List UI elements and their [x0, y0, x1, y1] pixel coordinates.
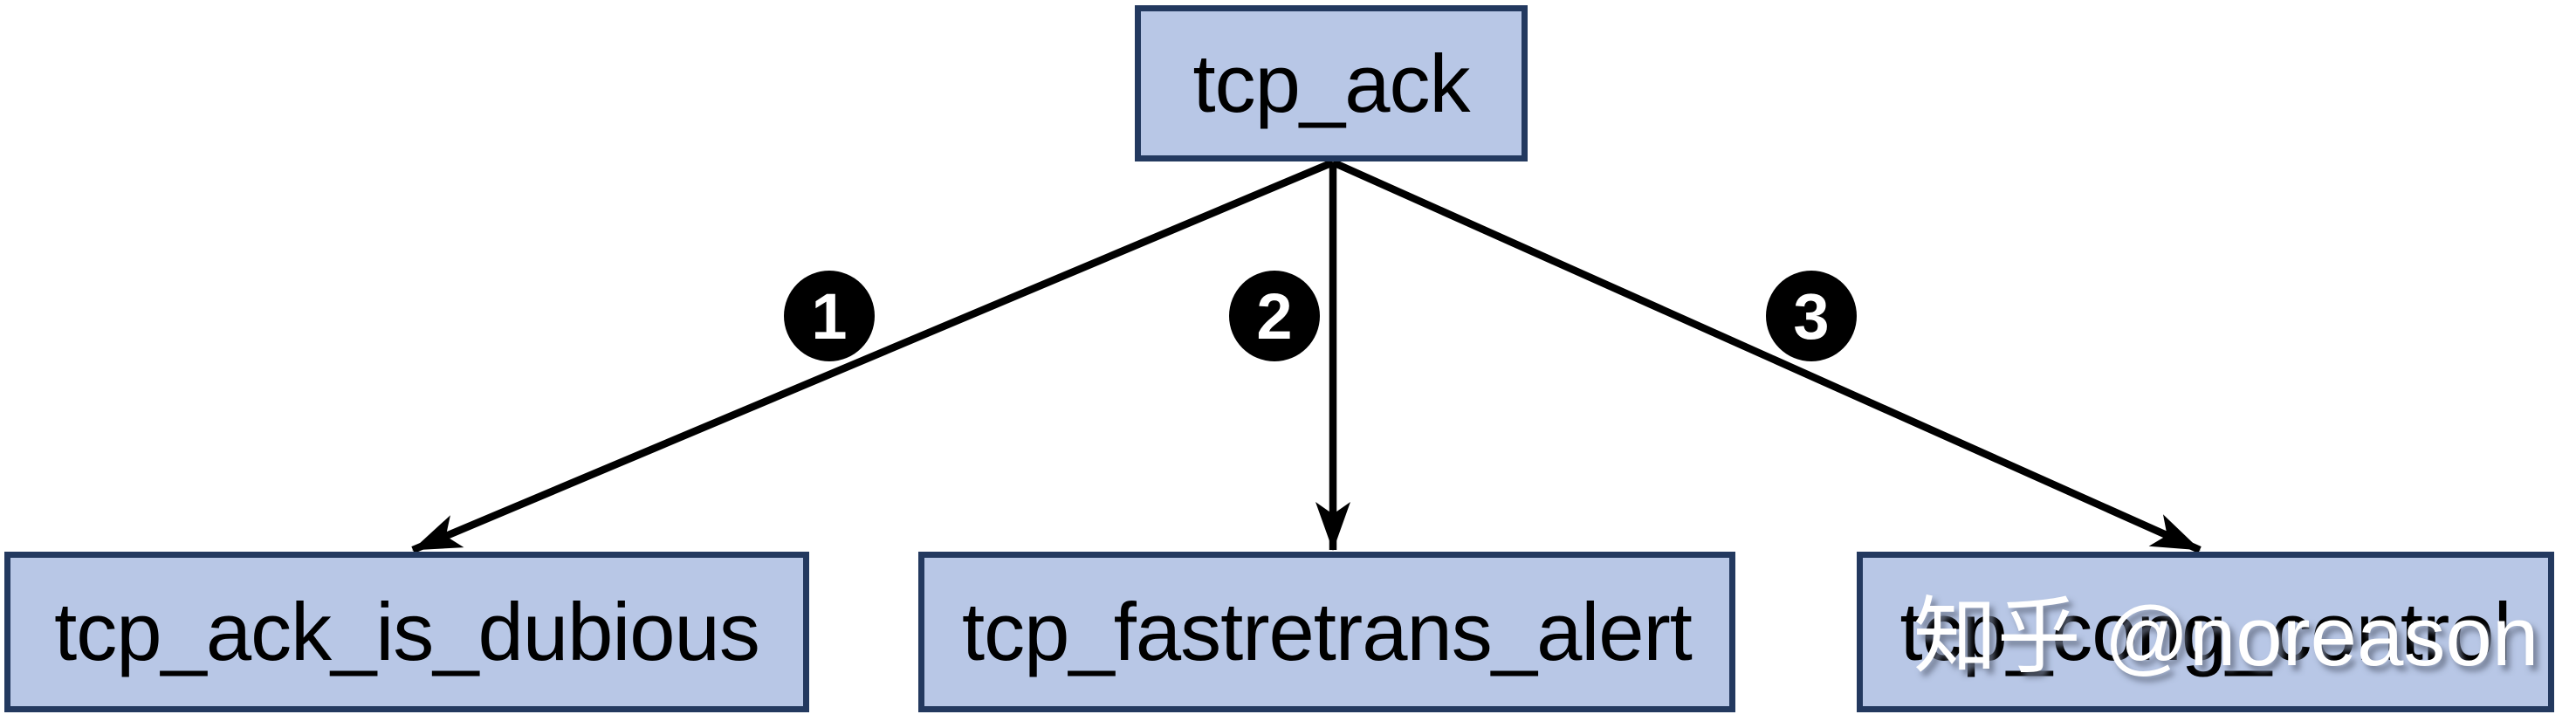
edge-1-number-badge: 1	[784, 271, 875, 361]
edge-2-number-badge: 2	[1229, 271, 1320, 361]
edge-3-arrow	[1331, 159, 2202, 553]
node-tcp-ack-is-dubious-label: tcp_ack_is_dubious	[54, 586, 760, 677]
node-tcp-fastretrans-alert-label: tcp_fastretrans_alert	[962, 586, 1693, 677]
edge-1-arrow	[411, 159, 1335, 553]
edge-3-number-badge: 3	[1766, 271, 1857, 361]
node-tcp-ack-label: tcp_ack	[1192, 37, 1471, 129]
node-tcp-ack-is-dubious: tcp_ack_is_dubious	[4, 552, 809, 712]
node-tcp-cong-control-label: tcp_cong_control	[1899, 586, 2512, 677]
zhihu-watermark: 知乎 @noreason	[1913, 589, 2539, 683]
node-tcp-ack: tcp_ack	[1135, 5, 1528, 161]
node-tcp-fastretrans-alert: tcp_fastretrans_alert	[918, 552, 1735, 712]
node-tcp-cong-control: tcp_cong_control	[1857, 552, 2554, 712]
